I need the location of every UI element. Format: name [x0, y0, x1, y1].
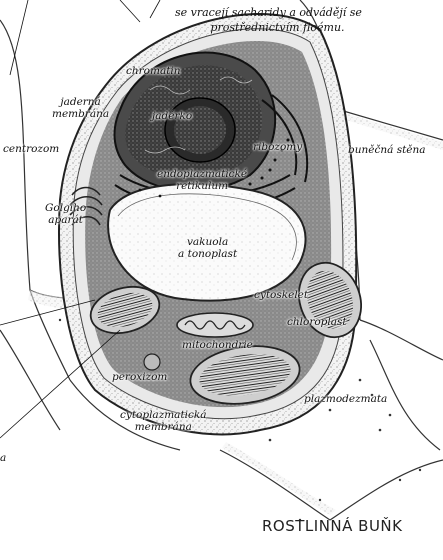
label-nuclear-membrane: jaderná membrána	[52, 96, 109, 120]
label-ribosomes: ribozomy	[253, 141, 302, 153]
label-cytoplasmic-membrane-line-2: membrána	[120, 421, 207, 433]
label-golgi-line-2: aparát	[45, 214, 86, 226]
label-vacuole-line-1: vakuola	[178, 236, 237, 248]
label-cut-off-left: a	[0, 452, 6, 464]
label-plasmodesmata: plazmodezmata	[304, 393, 387, 405]
note-bracket	[150, 0, 160, 18]
label-nucleolus: jadérko	[152, 110, 192, 122]
label-chloroplast: chloroplast	[287, 316, 347, 328]
label-chromatin: chromatin	[126, 65, 181, 77]
label-golgi: Golgiho aparát	[45, 202, 86, 226]
header-note-line-2: prostřednictvím floému.	[175, 20, 362, 35]
header-note-line-1: se vracejí sacharidy a odvádějí se	[175, 5, 362, 20]
label-golgi-line-1: Golgiho	[45, 202, 86, 214]
label-er-line-2: retikulum	[157, 180, 247, 192]
label-cell-wall: buněčná stěna	[348, 144, 426, 156]
label-cytoskeleton: cytoskelet	[254, 289, 308, 301]
label-peroxisome: peroxizom	[112, 371, 167, 383]
peroxisome	[144, 354, 160, 370]
mitochondrion	[177, 313, 253, 337]
label-cytoplasmic-membrane-line-1: cytoplazmatická	[120, 409, 207, 421]
label-nuclear-membrane-line-1: jaderná	[52, 96, 109, 108]
label-centrosome: centrozom	[3, 143, 59, 155]
label-vacuole-line-2: a tonoplast	[178, 248, 237, 260]
header-note: se vracejí sacharidy a odvádějí se prost…	[175, 5, 362, 35]
figure-title: ROSTLINNÁ BUŇK	[262, 517, 403, 535]
label-nuclear-membrane-line-2: membrána	[52, 108, 109, 120]
label-er-line-1: endoplazmatické	[157, 168, 247, 180]
label-vacuole: vakuola a tonoplast	[178, 236, 237, 260]
label-mitochondria: mitochondrie	[182, 339, 253, 351]
label-endoplasmic-reticulum: endoplazmatické retikulum	[157, 168, 247, 192]
label-cytoplasmic-membrane: cytoplazmatická membrána	[120, 409, 207, 433]
